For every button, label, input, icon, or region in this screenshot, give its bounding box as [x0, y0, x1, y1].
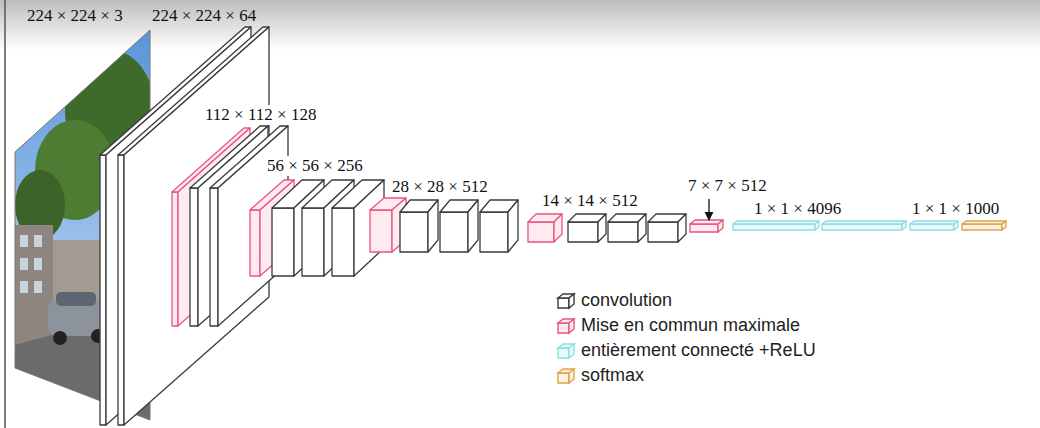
dimension-label: 224 × 224 × 64 [150, 6, 258, 26]
layer-face [172, 192, 178, 326]
layer-block [962, 221, 1006, 230]
layer-face [954, 221, 958, 230]
layer-stack [100, 27, 1006, 425]
layer-face [272, 208, 294, 276]
legend-text: softmax [581, 365, 644, 387]
layer-face [598, 214, 606, 242]
layer-block [480, 200, 518, 252]
layer-face [962, 224, 1002, 230]
layer-face [480, 212, 508, 252]
legend-item: convolution [556, 290, 672, 312]
layer-face [428, 200, 438, 252]
layer-block [440, 200, 478, 252]
swatch-face [558, 373, 569, 383]
layer-face [332, 208, 354, 276]
layer-face [302, 208, 324, 276]
layer-face [468, 200, 478, 252]
layer-face [733, 221, 819, 224]
layer-face [440, 212, 468, 252]
layer-block [733, 221, 819, 230]
layer-block [910, 221, 958, 230]
layer-face [648, 222, 678, 242]
pointer-arrow [708, 199, 709, 220]
swatch-face [569, 344, 574, 358]
swatch-face [569, 319, 574, 333]
dimension-label: 1 × 1 × 1000 [910, 199, 1001, 219]
swatch-face [558, 323, 569, 333]
layer-face [608, 222, 638, 242]
layer-face [554, 214, 562, 242]
layer-face [718, 220, 723, 232]
swatch-face [569, 369, 574, 383]
legend-swatch [556, 292, 576, 310]
layer-block [690, 220, 723, 232]
dimension-label: 1 × 1 × 4096 [752, 199, 843, 219]
layer-face [638, 214, 646, 242]
layer-block [608, 214, 646, 242]
layer-face [568, 222, 598, 242]
layer-block [568, 214, 606, 242]
legend-text: Mise en commun maximale [581, 315, 800, 337]
dimension-label: 7 × 7 × 512 [686, 176, 769, 196]
layer-face [910, 224, 954, 230]
legend-swatch [556, 367, 576, 385]
layer-face [678, 214, 686, 242]
legend-text: convolution [581, 290, 672, 312]
top-shade [0, 0, 1040, 50]
layer-face [250, 210, 260, 276]
layer-block [822, 221, 906, 230]
layer-face [910, 221, 958, 224]
swatch-face [558, 348, 569, 358]
dimension-label: 28 × 28 × 512 [390, 177, 490, 197]
legend-item: Mise en commun maximale [556, 315, 800, 337]
layer-face [822, 224, 902, 230]
layer-face [370, 210, 392, 252]
dimension-label: 224 × 224 × 3 [25, 6, 125, 26]
layer-face [118, 155, 124, 425]
swatch-face [569, 294, 574, 308]
layer-face [508, 200, 518, 252]
layer-face [733, 224, 815, 230]
layer-face [400, 212, 428, 252]
dimension-label: 14 × 14 × 512 [540, 191, 640, 211]
legend-swatch [556, 317, 576, 335]
legend-item: softmax [556, 365, 644, 387]
layer-block [528, 214, 562, 242]
dimension-label: 112 × 112 × 128 [203, 105, 318, 125]
layer-face [528, 222, 554, 242]
layer-face [962, 221, 1006, 224]
layer-face [815, 221, 819, 230]
legend-swatch [556, 342, 576, 360]
layer-face [100, 155, 106, 425]
layer-face [822, 221, 906, 224]
layer-block [400, 200, 438, 252]
layer-face [210, 188, 218, 326]
layer-face [902, 221, 906, 230]
legend-item: entièrement connecté +ReLU [556, 340, 816, 362]
layer-face [1002, 221, 1006, 230]
swatch-face [558, 298, 569, 308]
legend-text: entièrement connecté +ReLU [581, 340, 816, 362]
dimension-label: 56 × 56 × 256 [265, 156, 365, 176]
layer-face [190, 188, 198, 326]
layer-face [690, 224, 718, 232]
layer-block [648, 214, 686, 242]
frame-line [4, 0, 6, 428]
